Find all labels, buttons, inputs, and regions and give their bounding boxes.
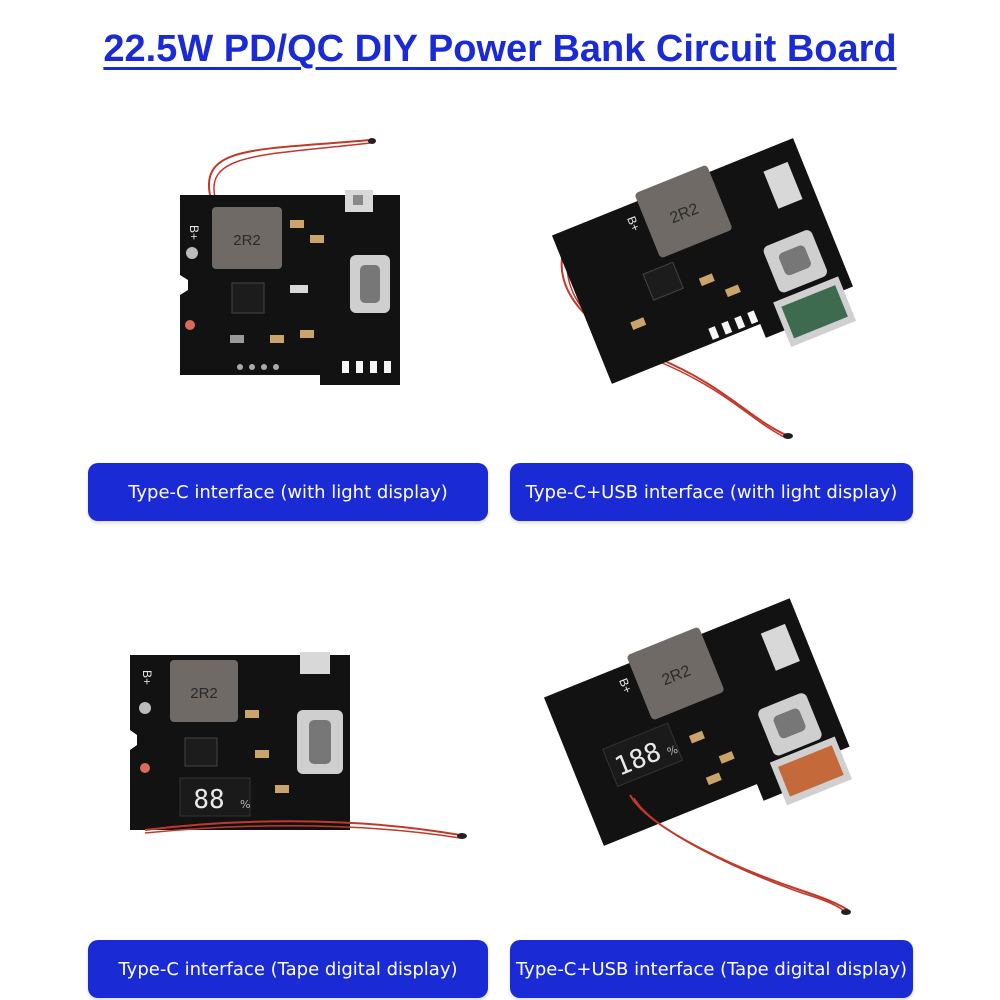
pcb-board-1: 2R2 B+ xyxy=(180,138,400,385)
battery-led xyxy=(342,361,349,373)
controller-chip xyxy=(184,737,218,767)
page-title: 22.5W PD/QC DIY Power Bank Circuit Board xyxy=(103,28,897,70)
inductor-marking: 2R2 xyxy=(233,232,261,249)
power-switch xyxy=(760,623,800,671)
product-label-typec-usb-digital: Type-C+USB interface (Tape digital displ… xyxy=(510,940,913,998)
product-label-typec-usb-light: Type-C+USB interface (with light display… xyxy=(510,463,913,521)
product-label-typec-digital: Type-C interface (Tape digital display) xyxy=(88,940,488,998)
battery-led xyxy=(708,326,720,340)
digital-display xyxy=(601,722,684,788)
thermistor-probe xyxy=(457,833,467,839)
solder-pad xyxy=(186,247,198,259)
inductor xyxy=(212,207,282,269)
display-digits: 88 xyxy=(193,785,224,815)
thermistor-probe xyxy=(841,909,851,915)
pcb-board-4: 2R2 B+ 188 % xyxy=(543,598,852,915)
solder-pad xyxy=(139,702,151,714)
display-percent: % xyxy=(665,743,680,759)
inductor xyxy=(635,165,732,258)
inductor xyxy=(170,660,238,722)
product-image-typec-usb-light: 2R2 B+ xyxy=(548,98,868,443)
thermistor-probe xyxy=(368,138,376,144)
pcb-board-2: 2R2 B+ xyxy=(551,138,857,439)
thermistor-wire xyxy=(144,820,461,836)
digital-display xyxy=(179,777,251,817)
product-image-typec-digital: 2R2 B+ 88 % xyxy=(125,650,470,845)
product-image-typec-usb-digital: 2R2 B+ 188 % xyxy=(540,570,870,920)
pin-marking-plus: B+ xyxy=(616,676,635,695)
power-switch xyxy=(300,652,330,674)
thermistor-wire xyxy=(207,139,371,196)
thermistor-probe xyxy=(783,433,793,439)
controller-chip xyxy=(642,261,684,301)
status-led xyxy=(140,763,150,773)
power-switch xyxy=(763,161,803,209)
pin-marking-plus: B+ xyxy=(624,214,643,233)
inductor-marking: 2R2 xyxy=(190,685,218,702)
product-image-typec-light: 2R2 B+ xyxy=(170,135,410,390)
product-label-typec-light: Type-C interface (with light display) xyxy=(88,463,488,521)
pcb-board-3: 2R2 B+ 88 % xyxy=(130,652,467,839)
inductor xyxy=(627,627,724,720)
status-led xyxy=(185,320,195,330)
pin-marking-plus: B+ xyxy=(187,225,201,240)
display-percent: % xyxy=(240,798,250,811)
pin-marking-plus: B+ xyxy=(140,670,154,685)
controller-chip xyxy=(231,282,265,314)
